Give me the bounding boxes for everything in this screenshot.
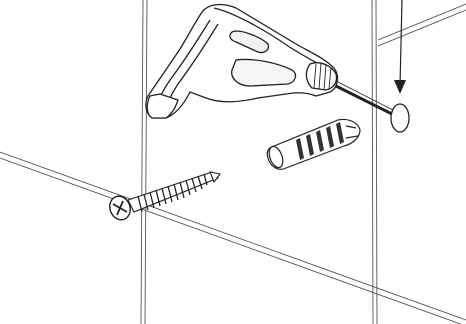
direction-arrow <box>394 0 406 94</box>
drill-bit <box>332 80 393 114</box>
grout-line <box>376 0 377 324</box>
grout-line <box>0 152 466 320</box>
drill-hole <box>391 104 409 132</box>
grout-line <box>372 0 373 324</box>
grout-line <box>378 4 466 40</box>
grout-line <box>378 10 466 46</box>
grout-line <box>0 158 466 324</box>
grout-line <box>145 0 147 324</box>
screw <box>106 172 220 223</box>
wall-plug <box>267 119 360 169</box>
grout-line <box>141 0 143 324</box>
cordless-drill <box>146 5 338 118</box>
